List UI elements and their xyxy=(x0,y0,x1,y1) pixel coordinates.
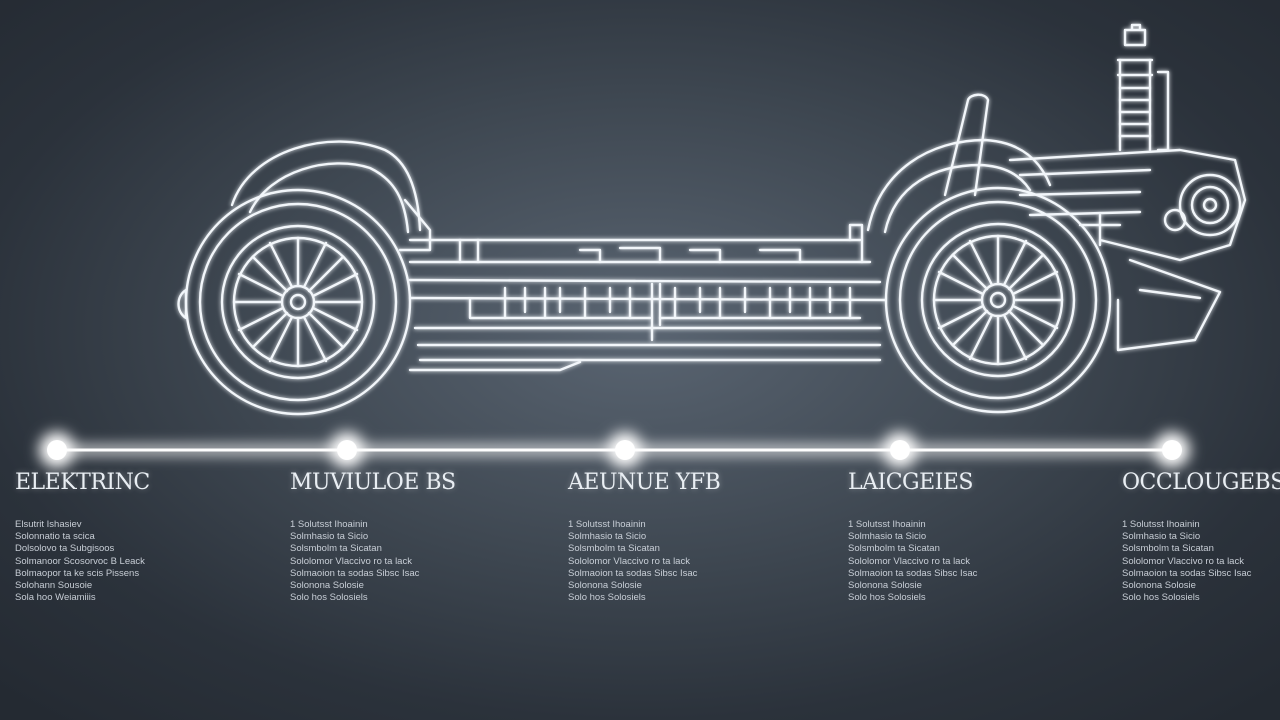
stage-description: 1 Solutsst Ihoainin Solmhasio ta Sicio S… xyxy=(568,519,698,604)
stage-column-2: MUVIULOE BS 1 Solutsst Ihoainin Solmhasio… xyxy=(290,470,530,604)
timeline-node-2 xyxy=(337,440,357,460)
front-fender xyxy=(866,138,1052,234)
front-motor-assembly xyxy=(943,23,1247,352)
front-wheel xyxy=(884,186,1112,414)
battery-pack xyxy=(468,282,862,342)
stage-description: 1 Solutsst Ihoainin Solmhasio ta Sicio S… xyxy=(1122,519,1252,604)
timeline-node-4 xyxy=(890,440,910,460)
rear-wheel xyxy=(177,188,412,416)
timeline-node-1 xyxy=(47,440,67,460)
frame-rails xyxy=(408,223,887,372)
stage-title: ELEKTRINC xyxy=(15,470,150,495)
timeline-node-5 xyxy=(1162,440,1182,460)
stage-column-5: OCCLOUGEBS 1 Solutsst Ihoainin Solmhasio … xyxy=(1122,470,1280,604)
stage-title: OCCLOUGEBS xyxy=(1122,470,1280,495)
stage-column-1: ELEKTRINC Elsutrit Ishasiev Solonnatio ta… xyxy=(15,470,255,604)
stage-title: MUVIULOE BS xyxy=(290,470,456,495)
stage-column-4: LAICGEIES 1 Solutsst Ihoainin Solmhasio t… xyxy=(848,470,1088,604)
timeline-node-3 xyxy=(615,440,635,460)
stage-description: Elsutrit Ishasiev Solonnatio ta scica Do… xyxy=(15,519,145,604)
stage-title: LAICGEIES xyxy=(848,470,973,495)
stage-column-3: AEUNUE YFB 1 Solutsst Ihoainin Solmhasio … xyxy=(568,470,808,604)
stage-description: 1 Solutsst Ihoainin Solmhasio ta Sicio S… xyxy=(290,519,420,604)
stage-description: 1 Solutsst Ihoainin Solmhasio ta Sicio S… xyxy=(848,519,978,604)
stage-title: AEUNUE YFB xyxy=(568,470,721,495)
